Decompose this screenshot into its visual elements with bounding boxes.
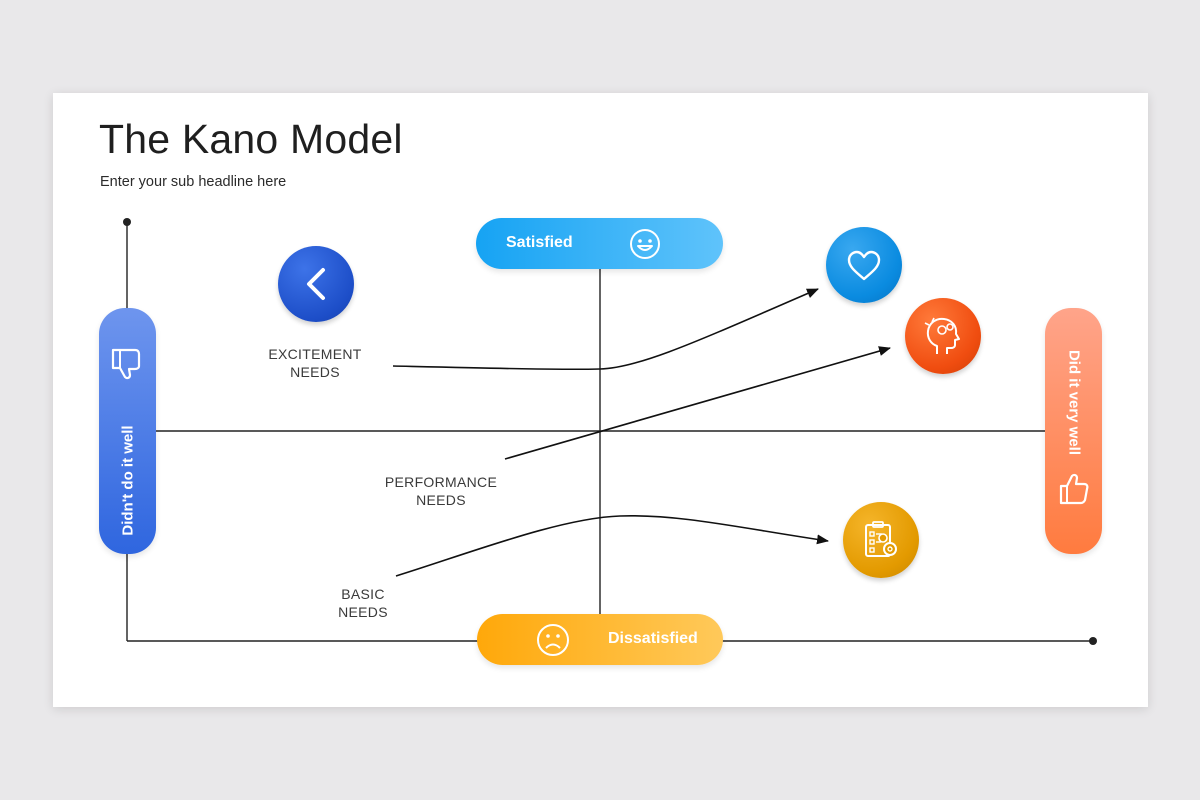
basic-curve	[395, 515, 829, 577]
satisfied-pill: Satisfied	[476, 218, 723, 269]
satisfied-label: Satisfied	[506, 234, 573, 251]
performance-head-circle	[905, 298, 981, 374]
didnt-do-it-well-pill: Didn't do it well	[99, 308, 156, 554]
chevron-left-icon	[307, 268, 325, 300]
sad-face-icon	[537, 624, 569, 656]
did-it-very-well-label: Did it very well	[1065, 349, 1083, 456]
heart-icon	[847, 250, 881, 281]
axis-top-dot	[123, 218, 131, 226]
back-circle[interactable]	[278, 246, 354, 322]
basic-clipboard-circle	[843, 502, 919, 578]
did-it-very-well-pill: Did it very well	[1045, 308, 1102, 554]
excitement-curve	[392, 288, 819, 371]
head-with-gears-icon	[924, 317, 960, 354]
axis-end-dot	[1089, 637, 1097, 645]
excitement-heart-circle	[826, 227, 902, 303]
clipboard-gear-icon	[865, 521, 897, 557]
performance-line	[504, 346, 891, 460]
smiley-face-icon	[630, 229, 660, 259]
thumbs-up-icon	[1059, 473, 1089, 505]
didnt-do-it-well-label: Didn't do it well	[119, 425, 137, 536]
dissatisfied-pill: Dissatisfied	[477, 614, 723, 665]
thumbs-down-icon	[111, 348, 141, 380]
dissatisfied-label: Dissatisfied	[608, 630, 698, 647]
slide-subtitle: Enter your sub headline here	[100, 174, 287, 190]
slide-title: The Kano Model	[99, 116, 403, 162]
